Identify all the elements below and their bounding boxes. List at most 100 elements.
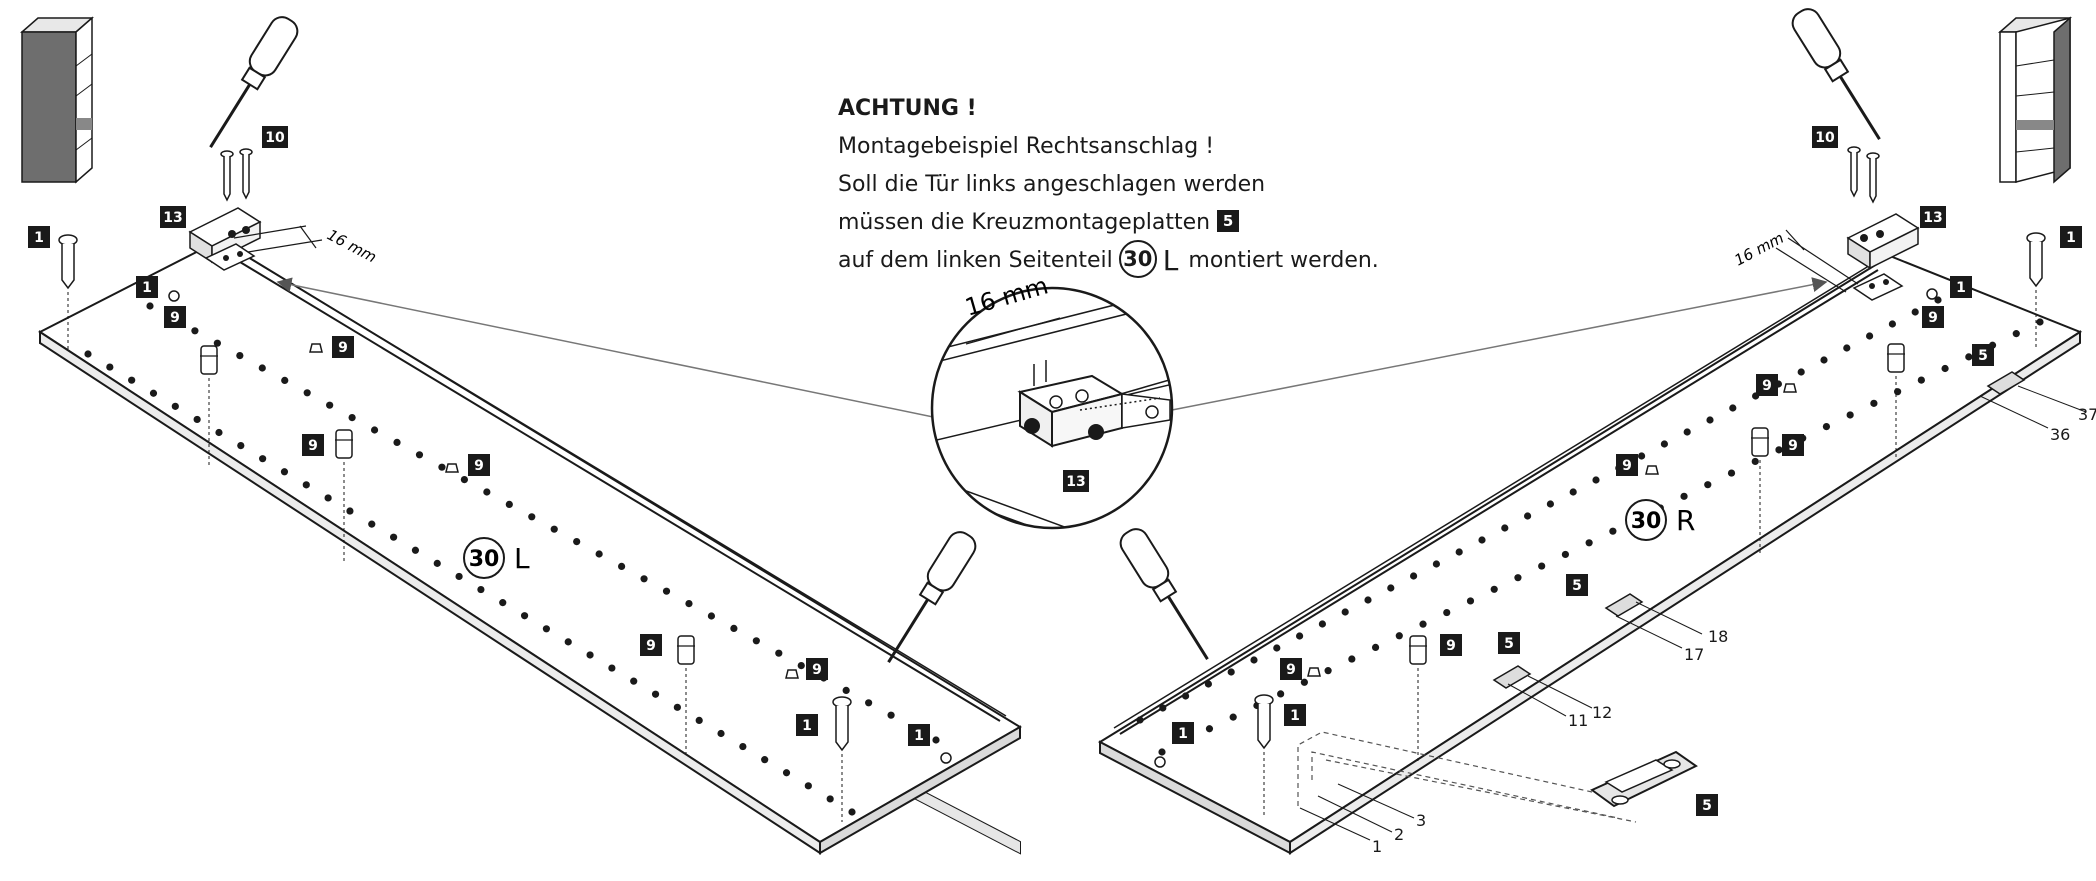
hole-number-labels: 1 2 3 11 12 17 18 36 37 <box>1372 405 2096 856</box>
shelf-cup-icon <box>1307 667 1321 677</box>
panel-hole <box>842 686 850 695</box>
svg-text:9: 9 <box>474 458 484 474</box>
part-badge-13: 13 <box>160 206 186 228</box>
part-badge-9: 9 <box>332 336 354 358</box>
panel-hole <box>302 481 310 489</box>
part-badge-13: 13 <box>1920 206 1946 228</box>
panel-hole <box>752 637 760 645</box>
panel-hole <box>618 562 626 571</box>
panel-hole <box>215 428 223 437</box>
note-panel-number: 30 <box>1118 240 1157 278</box>
shelf-cup-icon <box>445 463 459 473</box>
hole-number-37: 37 <box>2078 405 2096 424</box>
panel-hole <box>761 756 769 764</box>
panel-hole <box>1965 353 1973 361</box>
panel-hole <box>348 414 356 422</box>
panel-hole <box>1273 644 1281 652</box>
part-badge-1: 1 <box>908 724 930 746</box>
panel-hole <box>1911 308 1919 316</box>
panel-hole <box>1609 527 1617 535</box>
svg-text:13: 13 <box>163 210 182 226</box>
panel-hole <box>1250 656 1258 664</box>
detail-callout-lines <box>276 277 1828 419</box>
svg-text:1: 1 <box>1178 726 1188 742</box>
part-badge-9: 9 <box>1616 454 1638 476</box>
shelf-cup-icon <box>1645 465 1659 475</box>
panel-hole <box>695 716 703 725</box>
svg-text:9: 9 <box>812 662 822 678</box>
svg-text:9: 9 <box>1928 310 1938 326</box>
panel-hole <box>1227 668 1235 676</box>
hole-number-18: 18 <box>1708 627 1728 646</box>
part-badge-1: 1 <box>28 226 50 248</box>
panel-hole <box>1917 376 1925 384</box>
panel-hole <box>1159 704 1167 712</box>
shelf-pin-icon <box>200 345 218 375</box>
cabinet-thumbnail-right <box>1998 16 2072 184</box>
panel-hole <box>213 339 221 347</box>
svg-text:9: 9 <box>170 310 180 326</box>
panel-hole <box>640 575 648 583</box>
svg-text:1: 1 <box>802 718 812 734</box>
panel-hole <box>1592 476 1600 484</box>
panel-hole <box>1182 692 1190 700</box>
panel-label-left: 30 L <box>463 537 530 579</box>
screw-icon <box>58 232 2046 822</box>
part-badge-5: 5 <box>1498 632 1520 654</box>
panel-hole <box>1569 488 1577 496</box>
panel-hole <box>191 327 199 335</box>
panel-hole <box>1822 422 1831 431</box>
cabinet-thumbnail-left <box>20 16 94 184</box>
panel-hole <box>1455 548 1463 556</box>
panel-hole <box>717 729 725 738</box>
panel-hole <box>797 662 805 670</box>
svg-text:1: 1 <box>34 230 44 246</box>
svg-text:9: 9 <box>1286 662 1296 678</box>
svg-text:9: 9 <box>1762 378 1772 394</box>
panel-hole <box>280 468 289 476</box>
part-badge-9: 9 <box>164 306 186 328</box>
note-line-4-text: auf dem linken Seitenteil <box>838 248 1113 273</box>
panel-label-right: 30 R <box>1625 499 1695 541</box>
note-line-2: Soll die Tür links angeschlagen werden <box>838 172 1266 197</box>
svg-text:13: 13 <box>1923 210 1942 226</box>
wood-screw-icon <box>220 146 1880 204</box>
panel-hole <box>1501 524 1509 532</box>
panel-hole <box>1683 428 1691 436</box>
panel-hole <box>499 599 507 607</box>
svg-text:9: 9 <box>338 340 348 356</box>
panel-hole <box>1706 416 1714 424</box>
panel-hole <box>730 624 738 633</box>
panel-hole <box>1443 608 1451 617</box>
note-line-3-text: müssen die Kreuzmontageplatten <box>838 210 1211 235</box>
hinge-projection-lines <box>1297 731 1637 823</box>
part-badge-9: 9 <box>1922 306 1944 328</box>
panel-hole <box>370 426 379 434</box>
panel-hole <box>1348 655 1356 663</box>
dimension-label-left: 16 mm <box>324 226 379 267</box>
panel-hole <box>505 500 513 508</box>
panel-hole <box>1136 716 1144 724</box>
panel-hole <box>1888 320 1896 328</box>
note-line-1: Montagebeispiel Rechtsanschlag ! <box>838 134 1215 159</box>
panel-hole <box>1229 713 1237 721</box>
part-badge-1: 1 <box>136 276 158 298</box>
shelf-cup-icon <box>309 343 323 353</box>
note-panel-side: L <box>1162 244 1179 277</box>
panel-hole <box>1387 584 1395 592</box>
panel-hole <box>324 494 332 502</box>
panel-hole <box>550 525 558 533</box>
shelf-cup-icon <box>1783 383 1797 393</box>
panel-hole <box>236 352 244 360</box>
svg-text:5: 5 <box>1504 636 1514 652</box>
svg-text:9: 9 <box>1788 438 1798 454</box>
shelf-pin-icon <box>335 429 353 459</box>
part-badge-1: 1 <box>1950 276 1972 298</box>
panel-hole <box>1820 356 1828 364</box>
svg-text:1: 1 <box>1290 708 1300 724</box>
svg-text:5: 5 <box>1978 348 1988 364</box>
panel-hole <box>1364 596 1372 604</box>
panel-hole <box>685 600 693 608</box>
